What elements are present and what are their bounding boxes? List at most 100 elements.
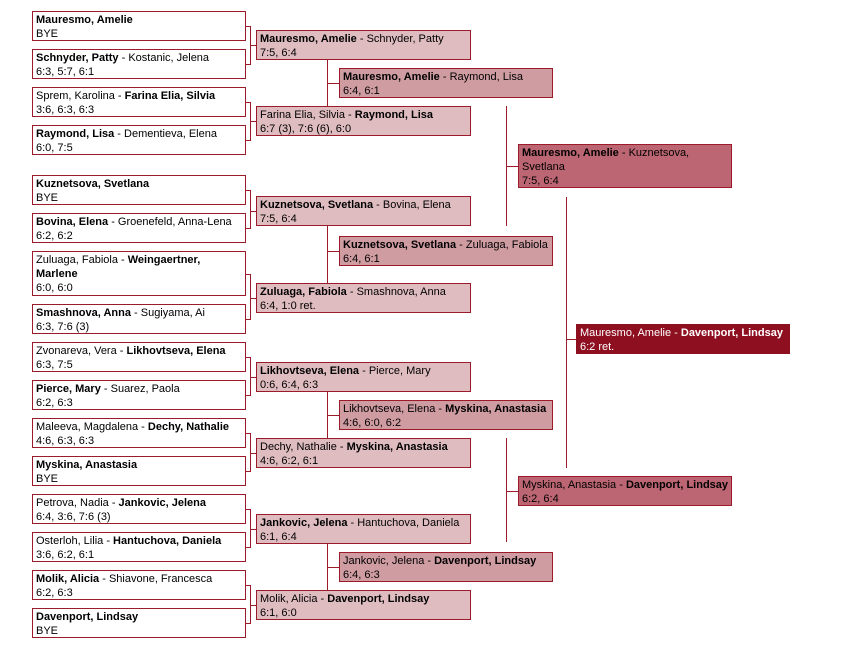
bracket-connector [246, 471, 251, 472]
winner-name: Raymond, Lisa [354, 109, 434, 121]
match-score: 6:2, 6:2 [36, 230, 73, 242]
loser-name: Myskina, Anastasia [522, 479, 617, 491]
match-players: Kuznetsova, Svetlana [36, 177, 242, 191]
bracket-connector [246, 26, 251, 27]
match-players: Mauresmo, Amelie - Davenport, Lindsay [580, 326, 786, 340]
winner-name: Hantuchova, Daniela [113, 535, 222, 547]
bracket-connector [250, 585, 251, 624]
bracket-connector [250, 529, 256, 530]
bracket-connector [246, 585, 251, 586]
bracket-connector [250, 605, 256, 606]
loser-name: Farina Elia, Silvia [260, 109, 345, 121]
match-score: 6:0, 6:0 [36, 282, 73, 294]
separator: - [103, 535, 114, 547]
bracket-connector [250, 121, 256, 122]
match-players: Davenport, Lindsay [36, 610, 242, 624]
match-score: 4:6, 6:2, 6:1 [260, 455, 319, 467]
match-players: Molik, Alicia - Shiavone, Francesca [36, 572, 242, 586]
match-players: Likhovtseva, Elena - Pierce, Mary [260, 364, 467, 378]
separator: - [616, 479, 626, 491]
bracket-connector [506, 438, 507, 542]
separator: - [336, 441, 347, 453]
winner-name: Myskina, Anastasia [36, 459, 138, 471]
bracket-connector [250, 298, 256, 299]
bracket-connector [246, 274, 251, 275]
winner-name: Zuluaga, Fabiola [260, 286, 347, 298]
loser-name: Osterloh, Lilia [36, 535, 104, 547]
loser-name: Kuznetsova, Svetlana [522, 147, 690, 173]
match-score: 7:5, 6:4 [522, 175, 559, 187]
bracket-connector [250, 190, 251, 229]
match-players: Zuluaga, Fabiola - Weingaertner, Marlene [36, 253, 242, 281]
bracket-connector [246, 509, 251, 510]
winner-name: Molik, Alicia [36, 573, 100, 585]
match-players: Maleeva, Magdalena - Dechy, Nathalie [36, 420, 242, 434]
winner-name: Kuznetsova, Svetlana [343, 239, 457, 251]
winner-name: Likhovtseva, Elena [126, 345, 226, 357]
round-1-match[interactable]: Zuluaga, Fabiola - Weingaertner, Marlene… [32, 251, 246, 296]
match-score: 6:1, 6:0 [260, 607, 297, 619]
winner-name: Weingaertner, Marlene [36, 254, 201, 280]
separator: - [317, 593, 328, 605]
winner-name: Kuznetsova, Svetlana [260, 199, 374, 211]
match-players: Molik, Alicia - Davenport, Lindsay [260, 592, 467, 606]
winner-name: Likhovtseva, Elena [260, 365, 360, 377]
winner-name: Myskina, Anastasia [445, 403, 547, 415]
loser-name: Suarez, Paola [110, 383, 180, 395]
winner-name: Raymond, Lisa [36, 128, 115, 140]
winner-name: Dechy, Nathalie [147, 421, 230, 433]
match-score: 6:2 ret. [580, 341, 615, 353]
match-players: Kuznetsova, Svetlana - Zuluaga, Fabiola [343, 238, 549, 252]
separator: - [100, 383, 111, 395]
separator: - [116, 345, 127, 357]
bracket-connector [327, 83, 339, 84]
winner-name: Smashnova, Anna [36, 307, 131, 319]
winner-name: Davenport, Lindsay [434, 555, 537, 567]
separator: - [346, 286, 357, 298]
match-players: Petrova, Nadia - Jankovic, Jelena [36, 496, 242, 510]
separator: - [435, 403, 446, 415]
bracket-connector [246, 623, 251, 624]
match-players: Smashnova, Anna - Sugiyama, Ai [36, 306, 242, 320]
loser-name: Kostanic, Jelena [128, 52, 210, 64]
bracket-connector [250, 433, 251, 472]
match-players: Myskina, Anastasia [36, 458, 242, 472]
bracket-connector [246, 395, 251, 396]
winner-name: Davenport, Lindsay [327, 593, 430, 605]
bracket-connector [506, 491, 518, 492]
bracket-connector [246, 319, 251, 320]
winner-name: Mauresmo, Amelie [522, 147, 619, 159]
match-score: 6:3, 7:5 [36, 359, 73, 371]
winner-name: Pierce, Mary [36, 383, 101, 395]
